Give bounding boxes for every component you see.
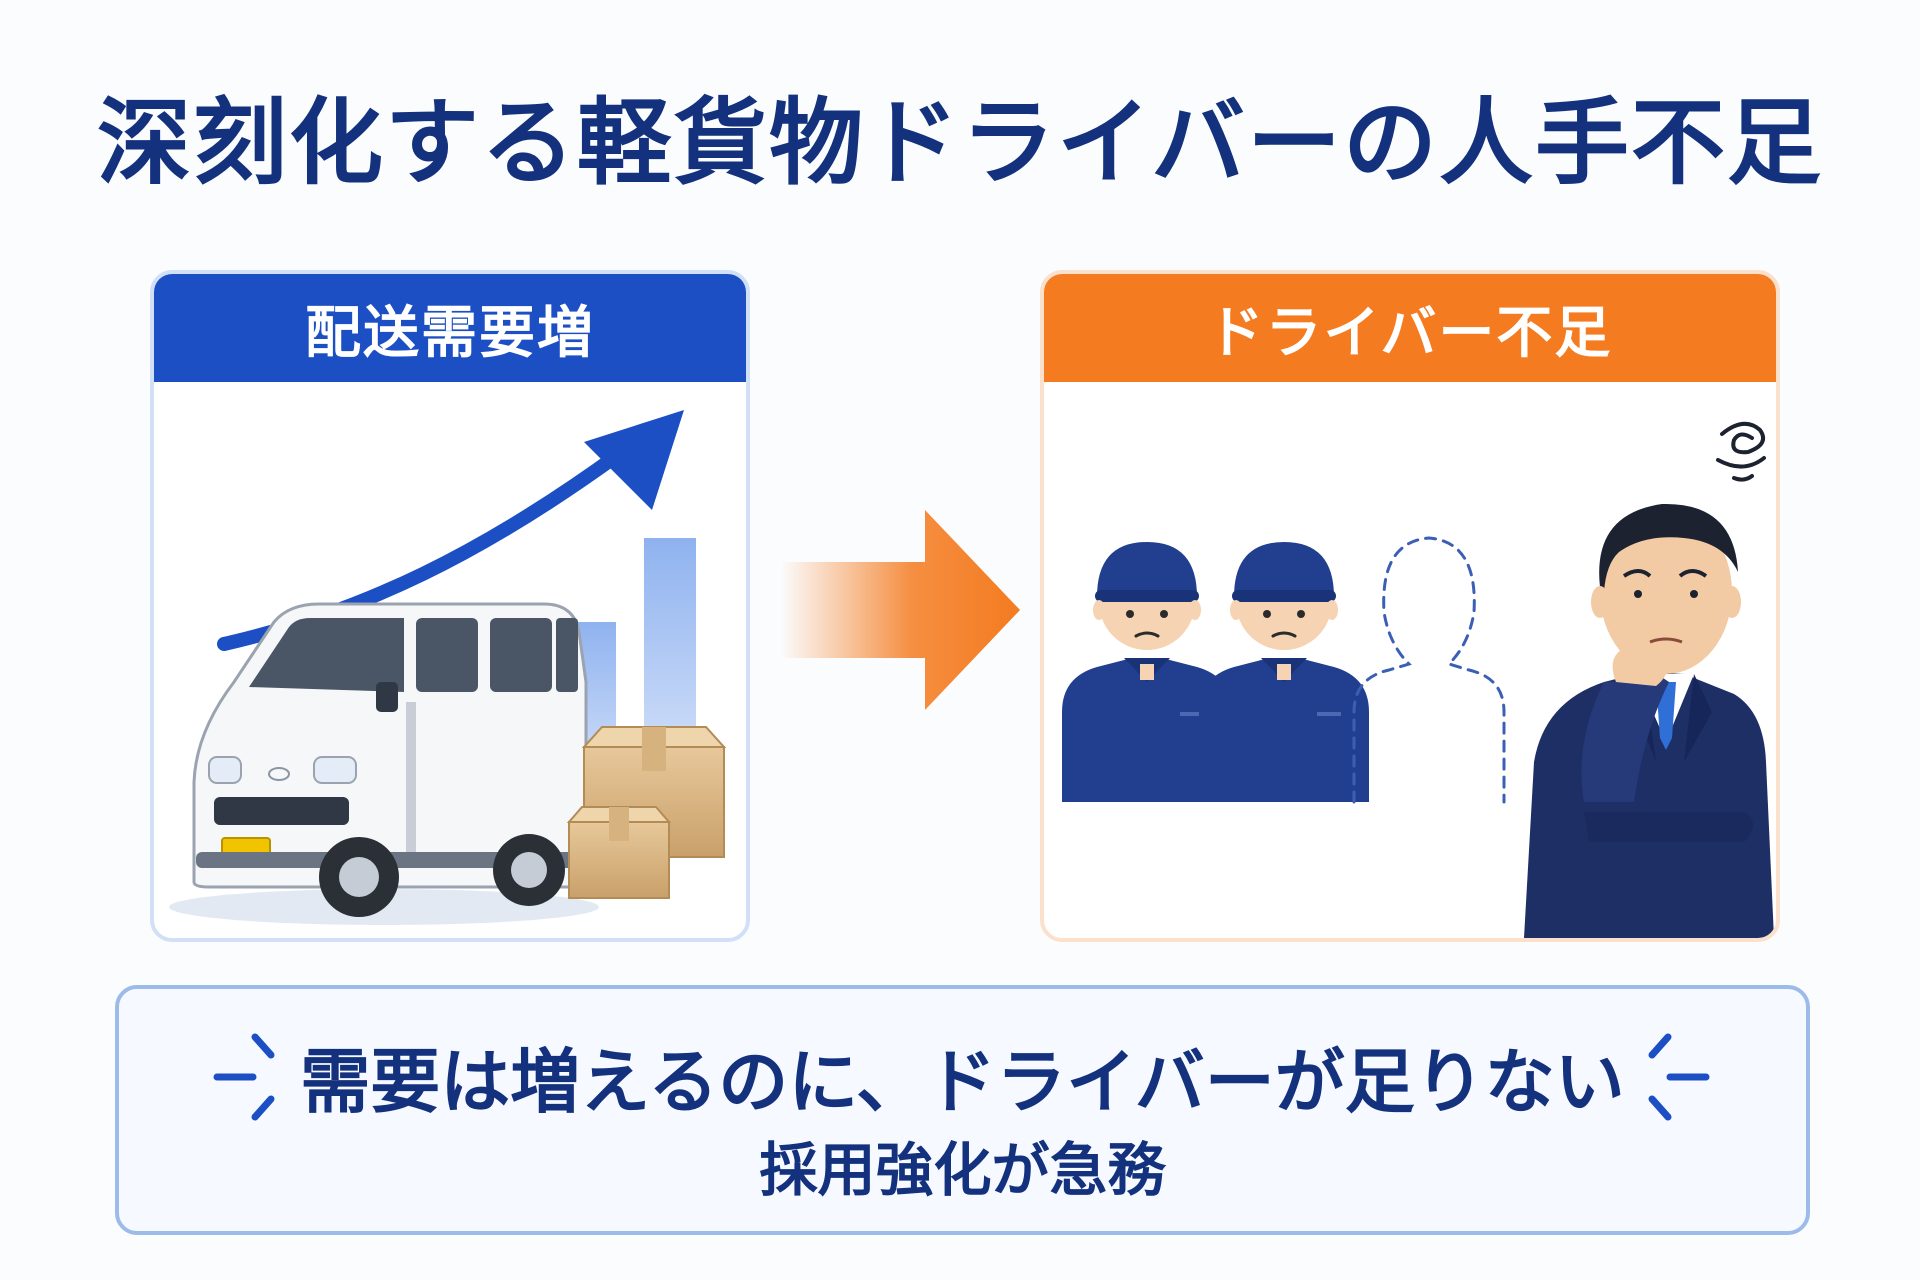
worried-businessman-icon [1524, 503, 1774, 938]
demand-panel-header: 配送需要増 [154, 274, 746, 382]
demand-panel: 配送需要増 [150, 270, 750, 942]
box-icon [566, 806, 672, 899]
van-icon [192, 602, 588, 917]
emphasis-lines-icon [1648, 1033, 1710, 1121]
emphasis-lines-icon [213, 1033, 275, 1121]
shortage-panel: ドライバー不足 [1040, 270, 1780, 942]
stress-swirl-icon [1716, 422, 1766, 482]
empty-worker-outline-icon [1352, 536, 1506, 804]
worker-icon [1062, 542, 1232, 802]
message-box: 需要は増えるのに、ドライバーが足りない 採用強化が急務 [115, 985, 1810, 1235]
message-main: 需要は増えるのに、ドライバーが足りない [300, 1041, 1625, 1123]
shortage-illustration [1062, 422, 1774, 938]
right-arrow-icon [780, 510, 1020, 710]
message-sub: 採用強化が急務 [759, 1136, 1166, 1204]
worker-icon [1199, 542, 1369, 802]
page-title: 深刻化する軽貨物ドライバーの人手不足 [96, 89, 1824, 198]
demand-illustration [169, 410, 727, 925]
shortage-panel-header: ドライバー不足 [1044, 274, 1776, 382]
